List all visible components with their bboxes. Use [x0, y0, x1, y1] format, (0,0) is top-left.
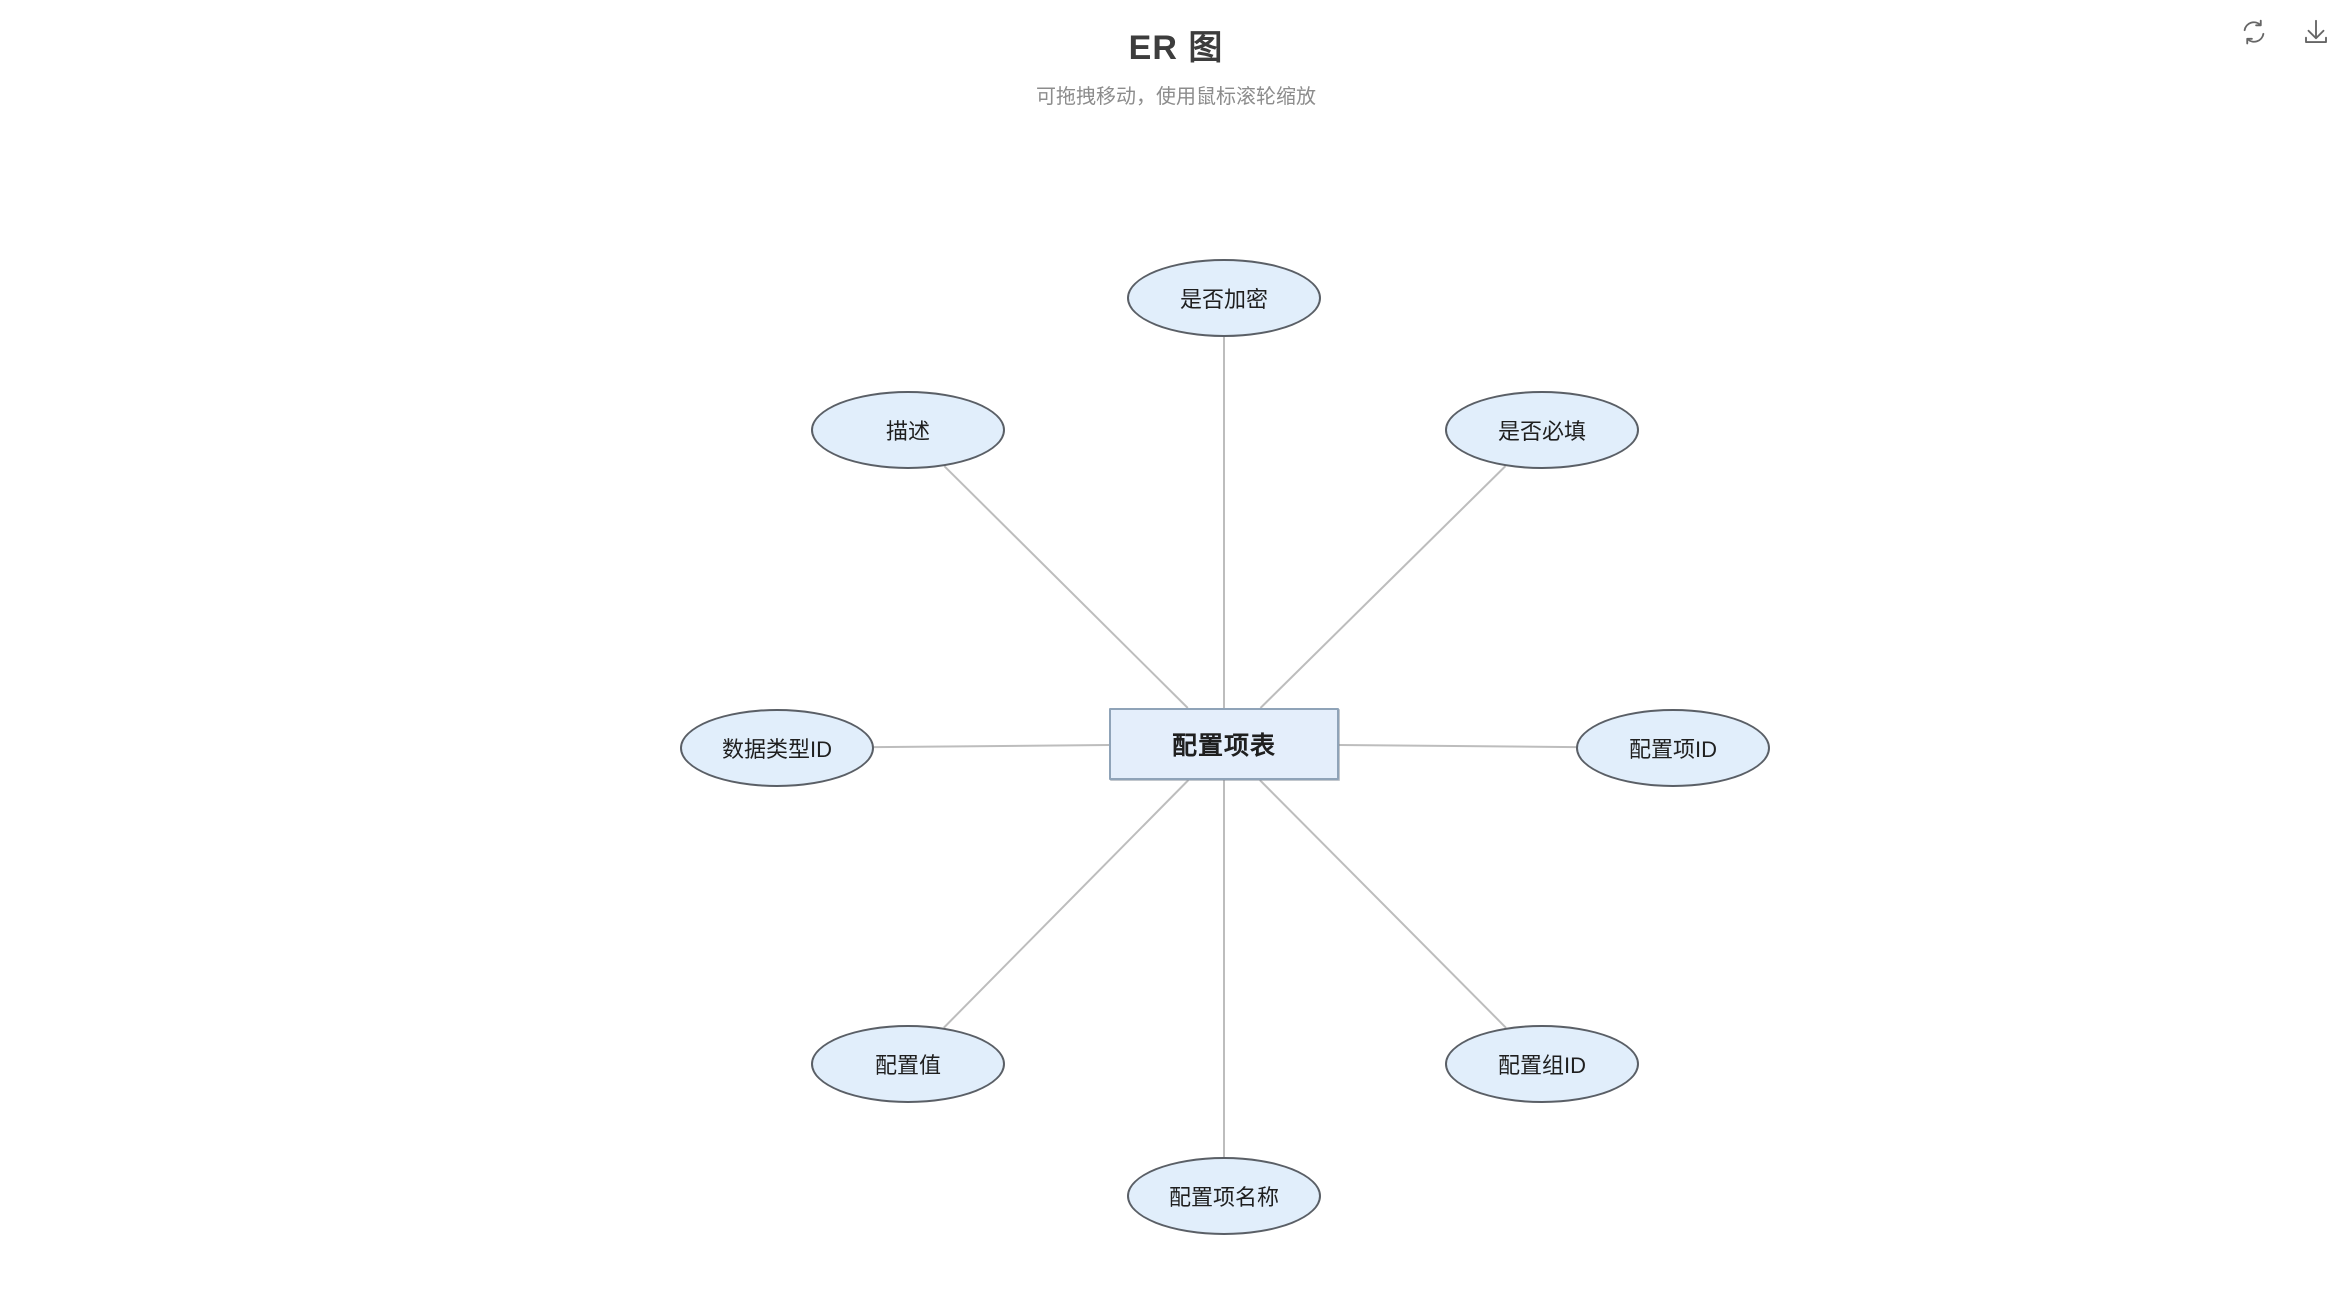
download-icon	[2301, 17, 2331, 47]
er-attribute-label: 描述	[885, 419, 930, 444]
er-attribute-label: 数据类型ID	[721, 737, 832, 762]
er-attribute-label: 配置值	[874, 1053, 941, 1078]
er-attribute-data-type-id[interactable]: 数据类型ID	[680, 709, 874, 787]
er-edge-config-item-table-to-data-type-id	[873, 744, 1110, 749]
er-edge-config-item-table-to-is-required	[1259, 465, 1507, 709]
refresh-button[interactable]	[2234, 12, 2274, 52]
er-entity-config-item-table[interactable]: 配置项表	[1109, 708, 1339, 780]
er-edge-config-item-table-to-config-item-id	[1338, 744, 1577, 749]
er-attribute-label: 配置项ID	[1628, 737, 1717, 762]
er-attribute-config-item-id[interactable]: 配置项ID	[1576, 709, 1770, 787]
refresh-icon	[2239, 17, 2269, 47]
er-attribute-label: 配置项名称	[1168, 1185, 1279, 1210]
er-edge-config-item-table-to-config-value	[943, 779, 1190, 1029]
er-edge-config-item-table-to-config-group-id	[1259, 779, 1507, 1029]
er-attribute-is-encrypted[interactable]: 是否加密	[1127, 259, 1321, 337]
diagram-toolbar	[2234, 12, 2336, 52]
er-attribute-config-group-id[interactable]: 配置组ID	[1445, 1025, 1639, 1103]
er-attribute-label: 配置组ID	[1497, 1053, 1586, 1078]
er-attribute-config-item-name[interactable]: 配置项名称	[1127, 1157, 1321, 1235]
er-entity-label: 配置项表	[1171, 732, 1276, 760]
er-attribute-label: 是否必填	[1497, 419, 1586, 444]
er-attribute-description[interactable]: 描述	[811, 391, 1005, 469]
er-attribute-is-required[interactable]: 是否必填	[1445, 391, 1639, 469]
download-button[interactable]	[2296, 12, 2336, 52]
er-attribute-label: 是否加密	[1179, 287, 1268, 312]
er-edge-config-item-table-to-description	[943, 465, 1189, 709]
er-attribute-config-value[interactable]: 配置值	[811, 1025, 1005, 1103]
